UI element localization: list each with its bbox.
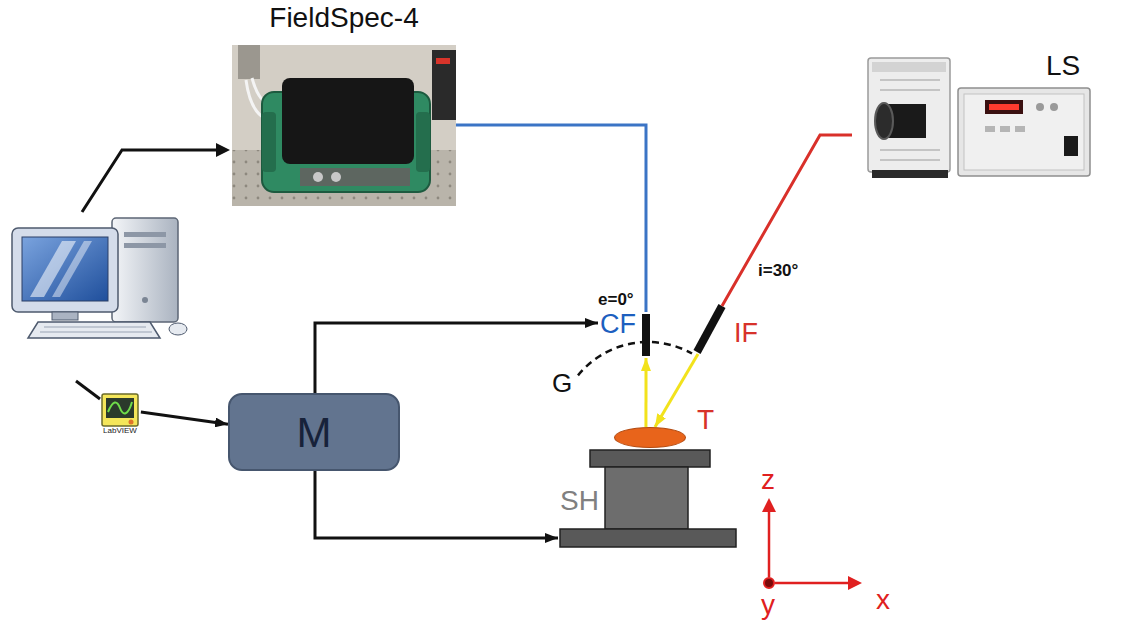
light-source-illustration — [1036, 103, 1044, 111]
light-ray — [644, 358, 647, 427]
computer-icon — [52, 241, 92, 297]
spectrometer-photo — [300, 168, 410, 186]
sample-holder-art — [605, 467, 688, 529]
light-source-illustration — [989, 104, 1019, 110]
spectrometer-photo — [282, 78, 414, 164]
angle-label: e=0° — [598, 291, 634, 308]
computer-icon — [124, 232, 166, 237]
axes-symbol — [768, 512, 771, 577]
sample-holder-art — [590, 450, 710, 467]
computer-icon — [142, 297, 148, 303]
labview-icon-art — [102, 394, 138, 426]
spectrometer-photo — [262, 112, 276, 172]
control-wire — [216, 143, 230, 157]
computer-icon — [28, 322, 160, 338]
computer-icon — [12, 218, 187, 338]
sample-holder-art — [560, 529, 736, 547]
axis-label: x — [876, 586, 890, 614]
light-source-illustration — [875, 103, 893, 139]
axes-symbol — [848, 576, 862, 590]
spectrometer-photo — [313, 172, 323, 182]
spectrometer-photo — [436, 58, 450, 64]
control-wire — [82, 150, 218, 212]
spectrometer-photo — [331, 172, 341, 182]
labview-icon-art — [108, 402, 132, 413]
labview-icon-art — [106, 398, 134, 418]
target-sample: T — [614, 427, 686, 448]
computer-icon — [40, 327, 152, 332]
light-source-illustration — [964, 94, 1084, 170]
light-source-illustration — [868, 58, 950, 172]
control-arrow — [315, 471, 558, 538]
axes-symbol — [775, 582, 848, 585]
computer-icon — [12, 228, 118, 312]
control-wire — [76, 381, 100, 399]
illumination-fiber: IF — [690, 306, 766, 354]
optical-fiber — [456, 125, 646, 312]
spectrometer-photo — [232, 45, 456, 206]
computer-icon — [22, 237, 108, 301]
light-source-illustration — [985, 100, 1023, 114]
part-label: LS — [1046, 52, 1080, 80]
spectrometer-photo: FieldSpec-4 — [232, 0, 456, 206]
part-label: IF — [734, 320, 758, 347]
angle-label: i=30° — [758, 262, 798, 279]
light-source-illustration — [1000, 126, 1010, 132]
control-arrow — [141, 412, 228, 424]
axes-symbol — [762, 498, 862, 590]
sample-holder: SH — [558, 449, 738, 549]
computer-icon — [124, 243, 166, 248]
sample-holder-art — [560, 450, 736, 547]
light-source-illustration — [1064, 136, 1078, 156]
part-label: M — [230, 412, 398, 454]
light-source-illustration — [872, 170, 948, 178]
light-source-illustration — [985, 126, 995, 132]
motor-controller-box: M — [228, 393, 400, 471]
part-label: SH — [560, 487, 599, 515]
fiber-heads — [697, 306, 722, 352]
spectrometer-photo — [432, 50, 456, 120]
control-wire — [76, 143, 230, 399]
light-source-illustration — [1050, 103, 1058, 111]
axis-label: y — [761, 591, 775, 619]
labview-icon-art — [102, 394, 138, 426]
axes-symbol — [762, 498, 776, 512]
spectrometer-photo — [232, 45, 456, 206]
labview-icon-art — [129, 420, 134, 425]
axis-label: z — [761, 466, 775, 494]
part-label: G — [552, 370, 572, 396]
light-source-illustration — [958, 88, 1090, 176]
fiber-heads — [642, 314, 650, 356]
part-label: CF — [600, 311, 636, 338]
optical-fiber — [722, 135, 852, 306]
computer-icon — [52, 312, 78, 320]
spectrometer-photo — [416, 112, 430, 172]
light-ray — [655, 354, 698, 427]
software-name: LabVIEW — [99, 427, 141, 435]
part-label: T — [697, 406, 714, 434]
goniometer-arc — [578, 342, 692, 375]
axes-symbol — [764, 578, 774, 588]
computer-icon — [169, 323, 187, 335]
light-source-illustration — [1015, 126, 1025, 132]
computer-icon — [112, 218, 178, 322]
spectrometer-photo — [238, 45, 260, 79]
device-name: FieldSpec-4 — [232, 4, 456, 32]
collection-fiber: CF — [598, 312, 654, 358]
light-source-illustration — [872, 62, 946, 72]
labview-icon: LabVIEW — [99, 394, 141, 436]
light-source: LS — [852, 52, 1092, 180]
